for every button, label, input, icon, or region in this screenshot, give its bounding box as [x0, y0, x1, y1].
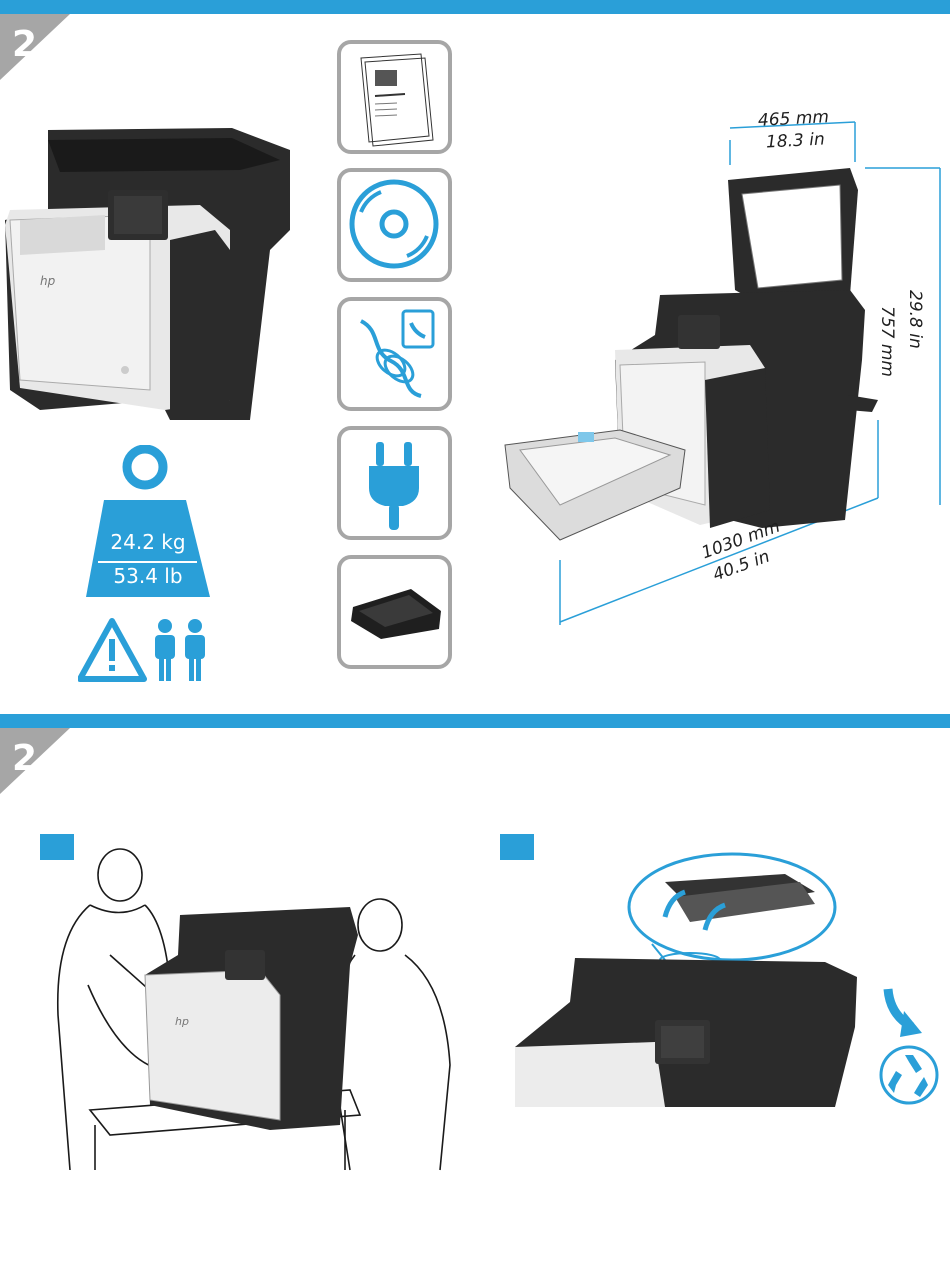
- width-mm: 465 mm: [758, 107, 830, 131]
- box-item-power-cord: [337, 426, 452, 540]
- box-item-toner: [337, 555, 452, 669]
- section-number-icon: 2: [12, 24, 37, 65]
- section-number-icon: 2: [12, 738, 37, 779]
- height-in: 29.8 in: [905, 290, 925, 349]
- toner-cartridge-icon: [341, 559, 448, 665]
- section-header-band-1: [0, 0, 950, 14]
- warning-two-person-lift-icon: [78, 617, 213, 683]
- section-header-band-2: [0, 714, 950, 728]
- manual-icon: [341, 44, 448, 150]
- width-in: 18.3 in: [766, 129, 826, 152]
- box-item-manual: [337, 40, 452, 154]
- remove-packaging-illustration: [515, 852, 875, 1107]
- svg-text:hp: hp: [40, 274, 56, 288]
- cd-icon: [341, 172, 448, 278]
- height-mm: 757 mm: [877, 306, 897, 377]
- section-corner-2: 2: [0, 728, 70, 794]
- cable-icon: [341, 301, 448, 407]
- box-item-fax-cable: [337, 297, 452, 411]
- box-item-cd: [337, 168, 452, 282]
- two-person-lift-illustration: hp: [50, 845, 460, 1175]
- recycle-icon: [878, 985, 940, 1107]
- svg-text:hp: hp: [175, 1015, 189, 1028]
- power-plug-icon: [341, 430, 448, 536]
- weight-lb: 53.4 lb: [88, 564, 208, 588]
- section-corner-1: 2: [0, 14, 70, 80]
- printer-illustration: hp: [0, 120, 300, 420]
- weight-kg: 24.2 kg: [88, 530, 208, 554]
